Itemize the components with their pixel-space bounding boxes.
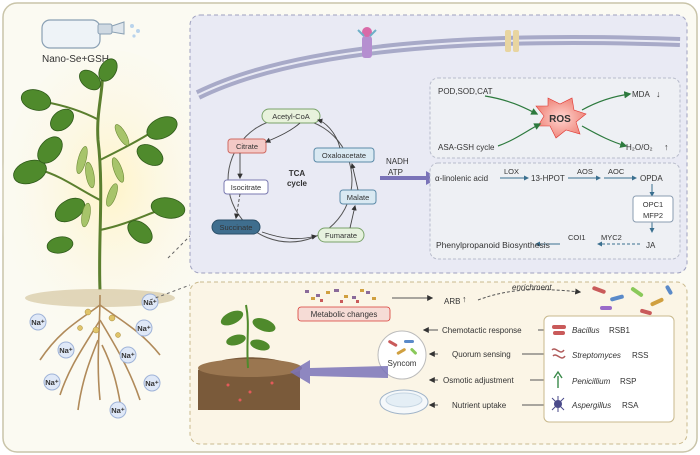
tca-title-2: cycle xyxy=(287,179,308,188)
nutrient-label: Nutrient uptake xyxy=(452,401,507,410)
penicillium-strain: RSP xyxy=(620,377,636,386)
isocitrate-node xyxy=(223,179,269,195)
opda-label: OPDA xyxy=(640,174,663,183)
oxaloacetate-label: Oxaloacetate xyxy=(322,151,366,160)
arrow-fumarate-malate xyxy=(349,204,357,229)
osmotic-label: Osmotic adjustment xyxy=(443,376,514,385)
hpot-label: 13-HPOT xyxy=(531,174,565,183)
seedling-soil-illustration xyxy=(198,304,302,410)
aos-label: AOS xyxy=(577,167,593,176)
opc1-mfp2-box xyxy=(632,195,674,223)
na-ion-label: Na⁺ xyxy=(31,318,45,327)
tca-title: TCA xyxy=(289,169,306,178)
enrichment-arrow xyxy=(477,288,582,301)
aspergillus-strain: RSA xyxy=(622,401,639,410)
metabolic-changes-label: Metabolic changes xyxy=(311,310,378,319)
acetyl-coa-node xyxy=(261,108,321,124)
na-ion-label: Na⁺ xyxy=(59,346,73,355)
spray-label: Nano-Se+GSH xyxy=(42,54,109,65)
membrane-channel-icon xyxy=(505,30,519,52)
aspergillus-genus: Aspergillus xyxy=(571,401,611,410)
na-ion-label: Na⁺ xyxy=(145,379,159,388)
ja-pathway-box xyxy=(429,162,681,260)
ros-to-h2o2-arrow xyxy=(581,125,628,148)
soybean-plant-illustration xyxy=(13,58,186,416)
oxaloacetate-node xyxy=(313,147,375,163)
na-ion-label: Na⁺ xyxy=(121,351,135,360)
na-ion-label: Na⁺ xyxy=(111,406,125,415)
isocitrate-label: Isocitrate xyxy=(231,183,261,192)
citrate-node xyxy=(227,138,267,154)
enriched-microbes-icon xyxy=(592,285,673,316)
syncom-microbes-icon xyxy=(388,340,417,355)
mda-label: MDA xyxy=(632,90,650,99)
lox-label: LOX xyxy=(504,167,519,176)
na-ion-label: Na⁺ xyxy=(45,378,59,387)
streptomyces-strain: RSS xyxy=(632,351,648,360)
membrane-receptor-icon xyxy=(357,27,377,58)
myc2-label: MYC2 xyxy=(601,233,622,242)
arrow-oxaloacetate-acetyl xyxy=(316,118,341,149)
acetyl-coa-label: Acetyl-CoA xyxy=(272,112,310,121)
na-ion-label: Na⁺ xyxy=(137,324,151,333)
sodium-ion-icons xyxy=(29,293,161,419)
arrow-malate-oxaloacetate xyxy=(350,162,359,191)
coi1-label: COI1 xyxy=(568,233,586,242)
asa-to-ros-arrow xyxy=(497,123,542,147)
ja-label: JA xyxy=(646,241,656,250)
succinate-label: Succinate xyxy=(220,223,253,232)
phenylpropanoid-label: Phenylpropanoid Biosynthesis xyxy=(436,240,550,250)
enzymes-to-ros-arrow xyxy=(484,95,539,115)
metabolites-cluster-icon xyxy=(300,286,380,304)
succinate-node xyxy=(211,219,261,235)
fumarate-node xyxy=(317,227,365,243)
arrow-acetyl-citrate xyxy=(265,122,301,143)
mda-decrease-icon: ↓ xyxy=(656,89,661,99)
arb-label: ARB xyxy=(444,297,460,306)
syncom-to-plant-arrow xyxy=(290,360,388,384)
quorum-label: Quorum sensing xyxy=(452,350,511,359)
bacillus-strain: RSB1 xyxy=(609,326,630,335)
arrow-isocitrate-succinate xyxy=(234,193,241,220)
arrow-succinate-fumarate xyxy=(261,231,318,240)
bacillus-icon xyxy=(552,325,566,335)
root-zoom-connector xyxy=(149,284,191,301)
h2o2-increase-icon: ↑ xyxy=(664,142,669,152)
aoc-label: AOC xyxy=(608,167,625,176)
syncom-label: Syncom xyxy=(388,359,417,368)
streptomyces-genus: Streptomyces xyxy=(572,351,621,360)
enrichment-label: enrichment xyxy=(512,283,552,292)
opc1-label: OPC1 xyxy=(643,200,663,209)
ros-label: ROS xyxy=(549,114,571,125)
metabolic-changes-box xyxy=(297,306,391,322)
h2o2-label: H₂O/O₂ xyxy=(626,143,653,152)
fumarate-label: Fumarate xyxy=(325,231,357,240)
penicillium-genus: Penicillium xyxy=(572,377,611,386)
penicillium-icon xyxy=(553,370,563,388)
nadh-label: NADH xyxy=(386,157,409,166)
na-ion-label: Na⁺ xyxy=(143,298,157,307)
antioxidant-enzymes-label: POD,SOD,CAT xyxy=(438,87,493,96)
spray-bottle-icon xyxy=(41,19,140,49)
mfp2-label: MFP2 xyxy=(643,211,663,220)
bacillus-genus: Bacillus xyxy=(572,326,600,335)
streptomyces-icon xyxy=(551,348,566,359)
strains-box xyxy=(543,315,675,423)
arb-increase-icon: ↑ xyxy=(462,294,467,304)
asa-gsh-label: ASA-GSH cycle xyxy=(438,143,495,152)
citrate-label: Citrate xyxy=(236,142,258,151)
linolenic-label: α-linolenic acid xyxy=(435,174,488,183)
ros-to-mda-arrow xyxy=(581,91,632,111)
petri-dish-inner xyxy=(385,392,423,408)
chemotactic-label: Chemotactic response xyxy=(442,326,522,335)
atp-label: ATP xyxy=(388,168,403,177)
aspergillus-icon xyxy=(551,396,565,412)
ros-burst-icon xyxy=(535,97,587,139)
malate-label: Malate xyxy=(347,193,370,202)
